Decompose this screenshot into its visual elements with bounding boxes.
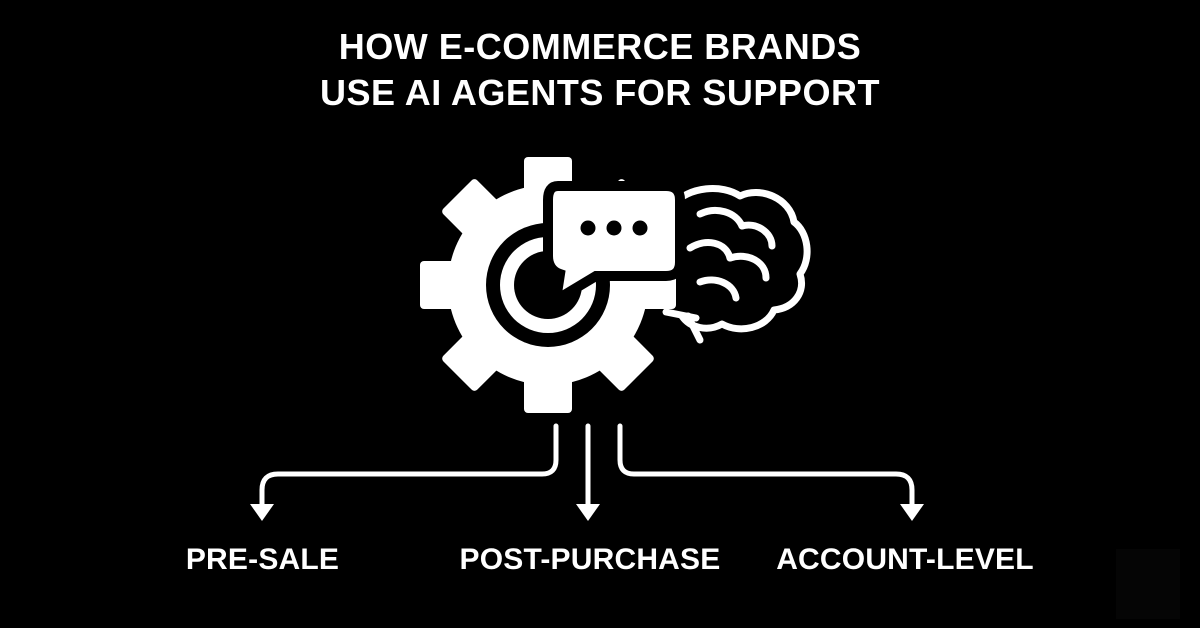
chat-bubble-icon (543, 181, 685, 310)
arrow-pre-sale (250, 504, 274, 521)
corner-artifact (1116, 549, 1180, 619)
branch-label-pre-sale: PRE-SALE (185, 543, 340, 576)
branch-label-post-purchase: POST-PURCHASE (459, 543, 721, 576)
title-line-1: HOW E-COMMERCE BRANDS (338, 26, 862, 67)
arrowheads (250, 504, 924, 521)
page-title: HOW E-COMMERCE BRANDS USE AI AGENTS FOR … (0, 24, 1200, 116)
branch-label-account-level: ACCOUNT-LEVEL (776, 543, 1034, 576)
title-line-2: USE AI AGENTS FOR SUPPORT (320, 72, 880, 113)
arrow-post-purchase (576, 504, 600, 521)
branch-connectors (259, 423, 915, 519)
arrow-account-level (900, 504, 924, 521)
brain-icon (662, 185, 811, 344)
